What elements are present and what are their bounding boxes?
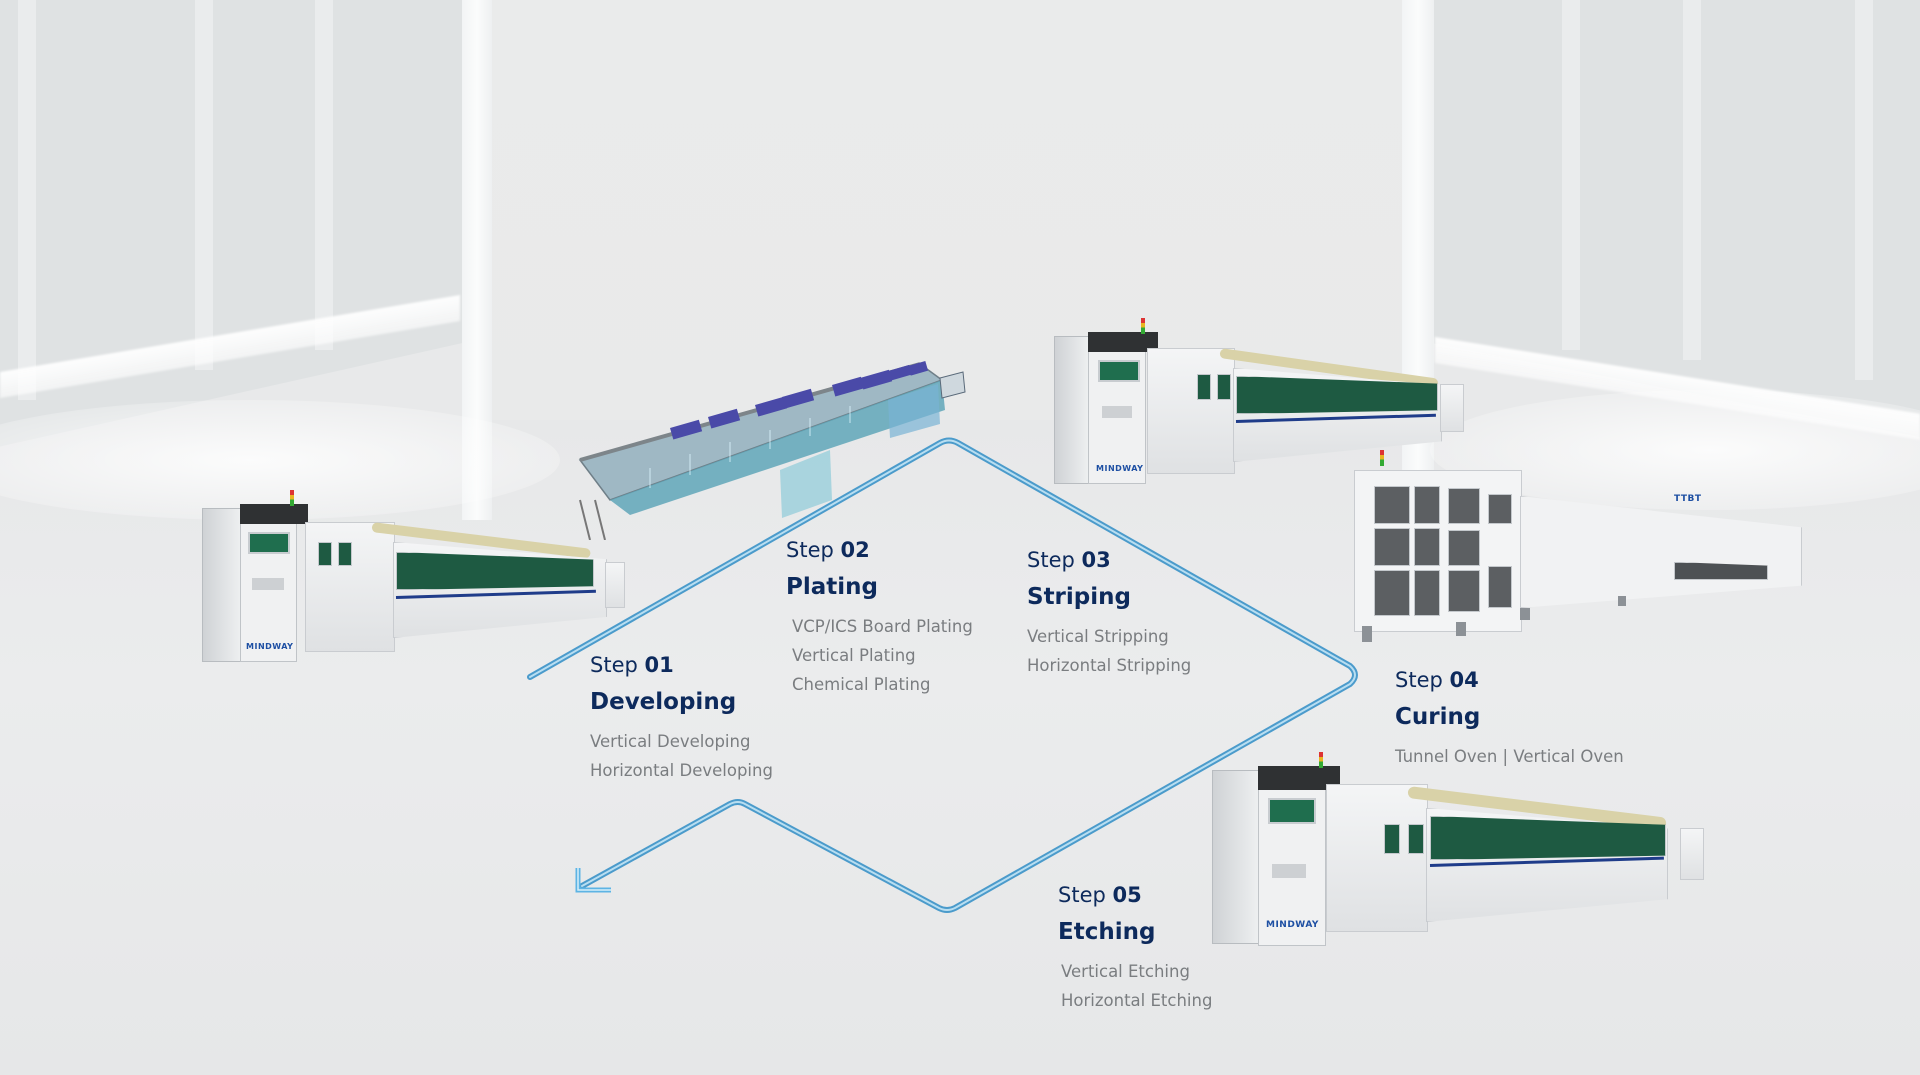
oven-glass-door: [1448, 570, 1480, 612]
machine-foot: [1520, 608, 1530, 620]
wall-panel-seam: [1855, 0, 1873, 380]
step-item: Horizontal Etching: [1061, 991, 1213, 1010]
step-prefix: Step: [1027, 548, 1075, 572]
wall-panel-seam: [195, 0, 213, 370]
machine-end-cabinet: [605, 562, 625, 608]
step-item: Vertical Stripping: [1027, 627, 1169, 646]
machine-foot: [1618, 596, 1626, 606]
step-01: Step 01 Developing Vertical Developing H…: [590, 655, 773, 785]
step-04: Step 04 Curing Tunnel Oven | Vertical Ov…: [1395, 670, 1624, 771]
step-05-label: Step 05: [1058, 885, 1212, 906]
step-item: Chemical Plating: [792, 675, 931, 694]
step-02-title: Plating: [786, 574, 878, 600]
signal-tower-icon: [1141, 318, 1145, 334]
step-number: 05: [1112, 883, 1142, 907]
wall-panel-seam: [1562, 0, 1580, 350]
oven-glass-door: [1488, 566, 1512, 608]
machine-end-cabinet: [1680, 828, 1704, 880]
signal-tower-icon: [290, 490, 294, 506]
machine-window: [338, 542, 352, 566]
step-03-label: Step 03: [1027, 550, 1191, 571]
oven-glass-door: [1414, 528, 1440, 566]
machine-top-hood: [1088, 332, 1158, 352]
step-item: Tunnel Oven | Vertical Oven: [1395, 747, 1624, 766]
brand-logo: MINDWAY: [1096, 464, 1144, 473]
step-04-title: Curing: [1395, 704, 1481, 730]
step-01-title: Developing: [590, 689, 737, 715]
brand-logo: TTBT: [1674, 494, 1702, 504]
step-item: Horizontal Developing: [590, 761, 773, 780]
oven-glass-door: [1488, 494, 1512, 524]
step-05-title: Etching: [1058, 919, 1156, 945]
wall-panel-seam: [1683, 0, 1701, 360]
step-number: 02: [840, 538, 870, 562]
step-01-items: Vertical Developing Horizontal Developin…: [590, 727, 773, 785]
step-prefix: Step: [590, 653, 638, 677]
oven-glass-door: [1448, 530, 1480, 566]
step-item: Vertical Plating: [792, 646, 916, 665]
step-03: Step 03 Striping Vertical Stripping Hori…: [1027, 550, 1191, 680]
step-02: Step 02 Plating VCP/ICS Board Plating Ve…: [786, 540, 973, 699]
brand-logo: MINDWAY: [246, 642, 294, 651]
step-03-items: Vertical Stripping Horizontal Stripping: [1027, 622, 1191, 680]
step-item: Vertical Developing: [590, 732, 751, 751]
step-05: Step 05 Etching Vertical Etching Horizon…: [1058, 885, 1212, 1015]
step-05-items: Vertical Etching Horizontal Etching: [1061, 957, 1212, 1015]
machine-loader: [1147, 348, 1235, 474]
oven-glass-door: [1374, 486, 1410, 524]
step-04-items: Tunnel Oven | Vertical Oven: [1395, 742, 1624, 771]
machine-screen: [248, 532, 290, 554]
machine-screen: [1098, 360, 1140, 382]
step-item: Vertical Etching: [1061, 962, 1190, 981]
floor-glow-left: [0, 400, 560, 520]
step-number: 01: [644, 653, 674, 677]
oven-glass-door: [1374, 570, 1410, 616]
machine-window: [1197, 374, 1211, 400]
step-02-items: VCP/ICS Board Plating Vertical Plating C…: [792, 612, 973, 699]
step-03-title: Striping: [1027, 584, 1131, 610]
oven-glass-door: [1448, 488, 1480, 524]
step-prefix: Step: [786, 538, 834, 562]
machine-foot: [1362, 626, 1372, 642]
signal-tower-icon: [1380, 450, 1384, 466]
step-01-label: Step 01: [590, 655, 773, 676]
machine-screen: [1268, 798, 1316, 824]
brand-logo: MINDWAY: [1266, 920, 1319, 930]
machine-top-hood: [240, 504, 308, 524]
machine-window: [1384, 824, 1400, 854]
striping-machine: MINDWAY: [1052, 318, 1472, 488]
machine-foot: [1456, 622, 1466, 636]
step-02-label: Step 02: [786, 540, 973, 561]
step-prefix: Step: [1395, 668, 1443, 692]
wall-panel-seam: [315, 0, 333, 350]
oven-glass-door: [1414, 486, 1440, 524]
step-prefix: Step: [1058, 883, 1106, 907]
etching-machine: MINDWAY: [1208, 752, 1708, 952]
machine-control-panel: [1272, 864, 1306, 878]
wall-panel-seam: [18, 0, 36, 400]
plating-line-machine: [570, 350, 970, 541]
oven-glass-door: [1414, 570, 1440, 616]
signal-tower-icon: [1319, 752, 1323, 768]
machine-end-cabinet: [1440, 384, 1464, 432]
step-number: 04: [1449, 668, 1479, 692]
step-item: VCP/ICS Board Plating: [792, 617, 973, 636]
step-item: Horizontal Stripping: [1027, 656, 1192, 675]
step-number: 03: [1081, 548, 1111, 572]
step-04-label: Step 04: [1395, 670, 1624, 691]
machine-control-panel: [252, 578, 284, 590]
arrowhead-icon: [575, 868, 611, 893]
developing-machine: MINDWAY: [200, 490, 630, 670]
plating-line-illustration: [578, 361, 966, 541]
machine-window: [318, 542, 332, 566]
curing-oven-machine: TTBT: [1352, 450, 1812, 650]
machine-side-panel: [1054, 336, 1090, 484]
machine-window: [1217, 374, 1231, 400]
oven-glass-door: [1374, 528, 1410, 566]
machine-control-panel: [1102, 406, 1132, 418]
machine-window: [1408, 824, 1424, 854]
